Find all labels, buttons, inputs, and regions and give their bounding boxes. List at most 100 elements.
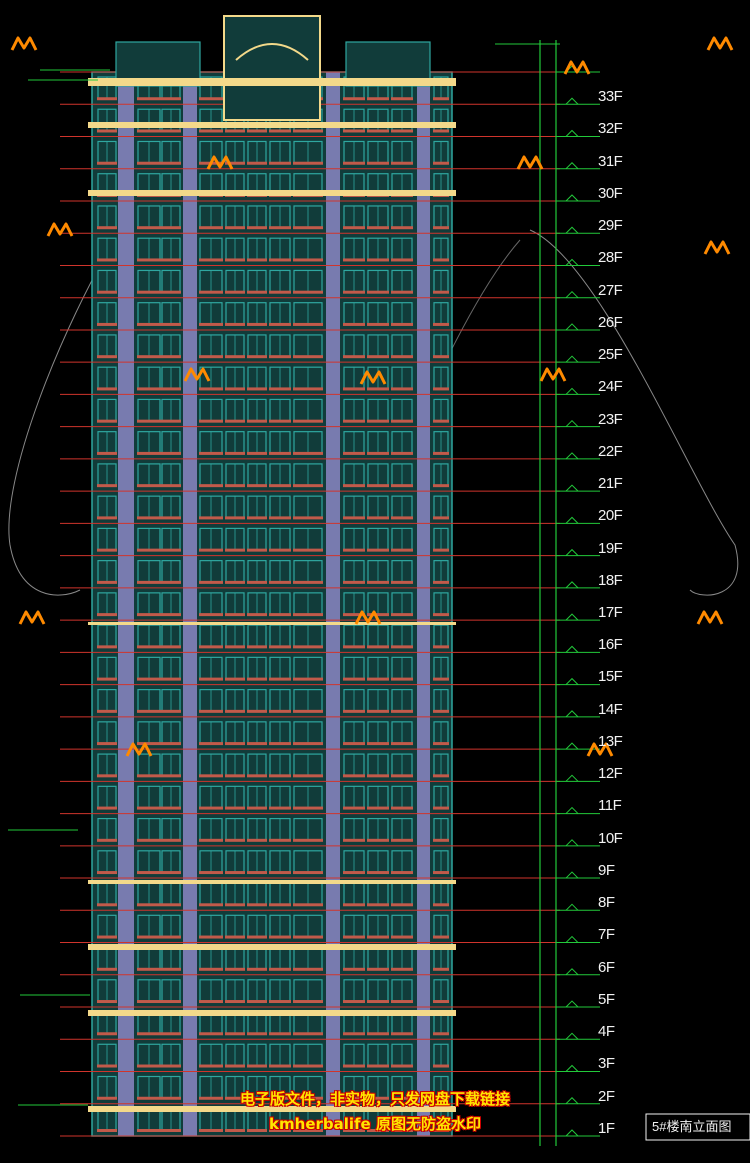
window-sill [293,484,323,488]
window-sill [433,580,449,584]
window-sill [247,774,267,778]
window-sill [247,613,267,617]
drawing-title: 5#楼南立面图 [652,1119,732,1134]
level-marker [565,129,579,137]
window-sill [199,548,223,552]
window-sill [367,451,389,455]
floor-label-14F: 14F [598,700,623,718]
window-sill [97,516,117,520]
window-sill [161,1129,181,1132]
window-sill [433,1032,449,1036]
window-sill [97,774,117,778]
window-sill [199,1096,223,1100]
window-sill [343,838,365,842]
floor-label-15F: 15F [598,668,623,686]
window-sill [137,1032,161,1036]
window-sill [97,1000,117,1004]
window-sill [97,1064,117,1068]
window-sill [137,97,161,101]
window-sill [293,838,323,842]
window-sill [137,516,161,520]
window-sill [97,355,117,359]
window-sill [161,1000,181,1004]
window-sill [247,742,267,746]
window-sill [367,322,389,326]
window-sill [97,548,117,552]
window-sill [269,774,291,778]
level-marker [565,226,579,234]
window-sill [199,419,223,423]
window-sill [161,451,181,455]
window-sill [269,1032,291,1036]
window-sill [269,516,291,520]
window-sill [343,742,365,746]
window-sill [367,548,389,552]
window-sill [269,742,291,746]
floor-label-33F: 33F [598,88,623,106]
window-sill [293,290,323,294]
window-sill [433,548,449,552]
window-sill [269,613,291,617]
window-sill [433,903,449,907]
window-sill [161,709,181,713]
level-marker [565,613,579,621]
window-sill [391,838,413,842]
window-sill [247,1096,267,1100]
level-marker [565,548,579,556]
level-marker [565,1000,579,1008]
window-sill [293,742,323,746]
window-sill [161,935,181,939]
window-sill [391,516,413,520]
window-sill [247,226,267,230]
window-sill [161,645,181,649]
window-sill [269,129,291,133]
window-sill [367,1064,389,1068]
floor-label-9F: 9F [598,861,615,879]
window-sill [225,1096,245,1100]
window-sill [367,226,389,230]
level-marker [565,839,579,847]
floor-label-25F: 25F [598,346,623,364]
window-sill [247,709,267,713]
window-sill [247,838,267,842]
window-sill [293,645,323,649]
window-sill [199,1000,223,1004]
window-sill [433,1064,449,1068]
window-sill [161,226,181,230]
window-sill [199,838,223,842]
window-sill [343,935,365,939]
window-sill [225,774,245,778]
window-sill [391,871,413,875]
window-sill [343,322,365,326]
window-sill [367,258,389,262]
floor-label-29F: 29F [598,217,623,235]
window-sill [97,419,117,423]
window-sill [433,871,449,875]
window-sill [391,903,413,907]
level-marker [565,806,579,814]
window-sill [269,1096,291,1100]
window-sill [391,1064,413,1068]
window-sill [269,838,291,842]
window-sill [247,1129,267,1132]
window-sill [433,419,449,423]
floor-label-27F: 27F [598,281,623,299]
window-sill [199,226,223,230]
window-sill [161,387,181,391]
window-sill [137,129,161,133]
floor-label-12F: 12F [598,765,623,783]
window-sill [199,645,223,649]
window-sill [225,129,245,133]
window-sill [269,226,291,230]
window-sill [367,580,389,584]
window-sill [247,484,267,488]
window-sill [269,548,291,552]
window-sill [269,709,291,713]
facade-pier [326,72,340,1136]
window-sill [137,258,161,262]
window-sill [391,226,413,230]
window-sill [269,806,291,810]
window-sill [343,484,365,488]
window-sill [97,838,117,842]
window-sill [199,387,223,391]
